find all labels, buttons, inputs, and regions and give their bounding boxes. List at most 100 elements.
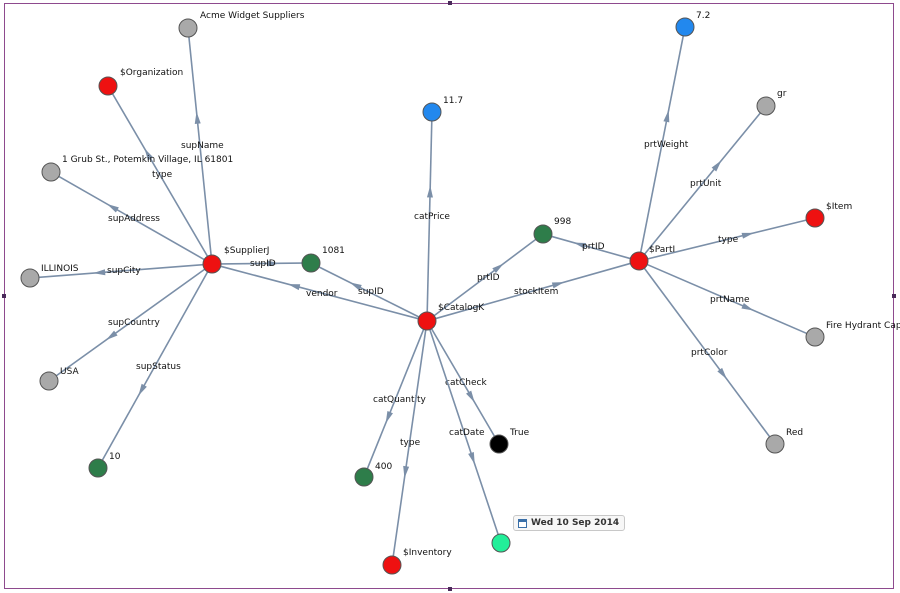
edge-label-prtID: prtID (477, 273, 500, 283)
node-label-catalog: $CatalogK (438, 303, 485, 313)
node-sup1081[interactable] (301, 253, 321, 273)
node-supplier[interactable] (202, 254, 222, 274)
edge-catalog-price[interactable] (426, 120, 433, 313)
edge-catalog-sup1081[interactable] (318, 266, 420, 318)
edge-part-prt998[interactable] (551, 235, 631, 260)
edge-arrow-icon (106, 203, 119, 213)
node-label-sup1081: 1081 (322, 246, 345, 256)
edge-catalog-prt998[interactable] (433, 238, 537, 317)
edge-part-unit[interactable] (644, 112, 761, 255)
nodes-layer: $CatalogK$SupplierJ$PartI$Organization$I… (20, 11, 900, 575)
edge-supplier-acme[interactable] (188, 36, 212, 256)
edge-supplier-organization[interactable] (111, 93, 209, 257)
edge-supplier-sup1081[interactable] (220, 262, 303, 265)
edge-label-catCheck: catCheck (445, 378, 487, 388)
node-label-address: 1 Grub St., Potemkin Village, IL 61801 (62, 155, 233, 165)
edge-label-supAddress: supAddress (108, 214, 160, 224)
edge-part-item[interactable] (647, 219, 807, 260)
edge-arrow-icon (468, 451, 475, 465)
edge-catalog-supplier[interactable] (220, 265, 419, 320)
edges-layer: supNametypesupAddresssupCitysupCountrysu… (38, 35, 808, 557)
node-prt998[interactable] (533, 224, 553, 244)
edge-arrow-icon (267, 260, 280, 267)
edge-supplier-status10[interactable] (101, 271, 209, 461)
node-weight[interactable] (675, 17, 695, 37)
node-label-usa: USA (60, 367, 79, 377)
edge-part-weight[interactable] (639, 35, 685, 253)
node-illinois[interactable] (20, 268, 40, 288)
edge-supplier-illinois[interactable] (38, 263, 204, 279)
node-item[interactable] (805, 208, 825, 228)
node-address[interactable] (41, 162, 61, 182)
node-label-organization: $Organization (120, 68, 183, 78)
node-label-status10: 10 (109, 452, 121, 462)
node-label-unit: gr (777, 89, 787, 99)
node-label-prt998: 998 (554, 217, 571, 227)
graph-canvas-frame[interactable] (4, 3, 894, 589)
resize-handle-left[interactable] (2, 294, 6, 298)
node-label-prtname: Fire Hydrant Cap (826, 321, 900, 331)
node-status10[interactable] (88, 458, 108, 478)
node-label-item: $Item (826, 202, 852, 212)
resize-handle-right[interactable] (892, 294, 896, 298)
edge-arrow-icon (573, 242, 587, 249)
node-part[interactable] (629, 251, 649, 271)
calendar-icon (518, 518, 527, 528)
edge-label-supStatus: supStatus (136, 362, 181, 372)
edge-arrow-icon (194, 111, 201, 124)
node-label-inventory: $Inventory (403, 548, 452, 558)
node-check[interactable] (489, 434, 509, 454)
edge-arrow-icon (741, 302, 754, 311)
node-price[interactable] (422, 102, 442, 122)
edge-arrow-icon (349, 282, 362, 291)
node-date[interactable] (491, 533, 511, 553)
resize-handle-top[interactable] (448, 1, 452, 5)
edge-part-prtname[interactable] (646, 263, 808, 335)
node-label-illinois: ILLINOIS (41, 264, 79, 274)
edge-part-red[interactable] (643, 267, 771, 438)
edge-label-prtWeight: prtWeight (644, 140, 689, 150)
edge-supplier-address[interactable] (58, 175, 205, 261)
node-label-red: Red (786, 428, 803, 438)
edge-label-stockItem: stockItem (514, 287, 558, 297)
edge-catalog-qty400[interactable] (366, 329, 425, 469)
edge-arrow-icon (711, 160, 722, 172)
edge-label-type: type (718, 235, 739, 245)
edge-catalog-date[interactable] (429, 329, 499, 535)
edge-supplier-usa[interactable] (55, 268, 206, 377)
resize-handle-bottom[interactable] (448, 587, 452, 591)
edge-arrow-icon (106, 330, 118, 341)
edge-catalog-part[interactable] (435, 262, 631, 320)
edge-catalog-check[interactable] (430, 328, 496, 437)
node-acme[interactable] (178, 18, 198, 38)
node-organization[interactable] (98, 76, 118, 96)
edge-label-prtUnit: prtUnit (690, 179, 722, 189)
node-prtname[interactable] (805, 327, 825, 347)
edge-label-prtID: prtID (582, 242, 605, 252)
node-label-price: 11.7 (443, 96, 463, 106)
edge-label-catPrice: catPrice (414, 212, 450, 222)
edge-arrow-icon (287, 284, 301, 291)
node-label-weight: 7.2 (696, 11, 710, 21)
node-label-acme: Acme Widget Suppliers (200, 11, 305, 21)
edge-arrow-icon (144, 148, 154, 161)
date-value-badge: Wed 10 Sep 2014 (513, 515, 626, 531)
edge-arrow-icon (403, 465, 410, 479)
node-inventory[interactable] (382, 555, 402, 575)
edge-label-catDate: catDate (449, 428, 485, 438)
edge-label-supID: supID (250, 259, 276, 269)
node-qty400[interactable] (354, 467, 374, 487)
edge-arrow-icon (741, 232, 754, 239)
node-red[interactable] (765, 434, 785, 454)
edge-label-supID: supID (358, 287, 384, 297)
node-catalog[interactable] (417, 311, 437, 331)
node-label-check: True (509, 428, 530, 438)
node-unit[interactable] (756, 96, 776, 116)
edge-catalog-inventory[interactable] (392, 329, 427, 557)
node-usa[interactable] (39, 371, 59, 391)
node-label-supplier: $SupplierJ (224, 246, 269, 256)
edge-arrow-icon (426, 185, 433, 198)
edge-label-type: type (400, 438, 421, 448)
edge-label-prtColor: prtColor (691, 348, 728, 358)
